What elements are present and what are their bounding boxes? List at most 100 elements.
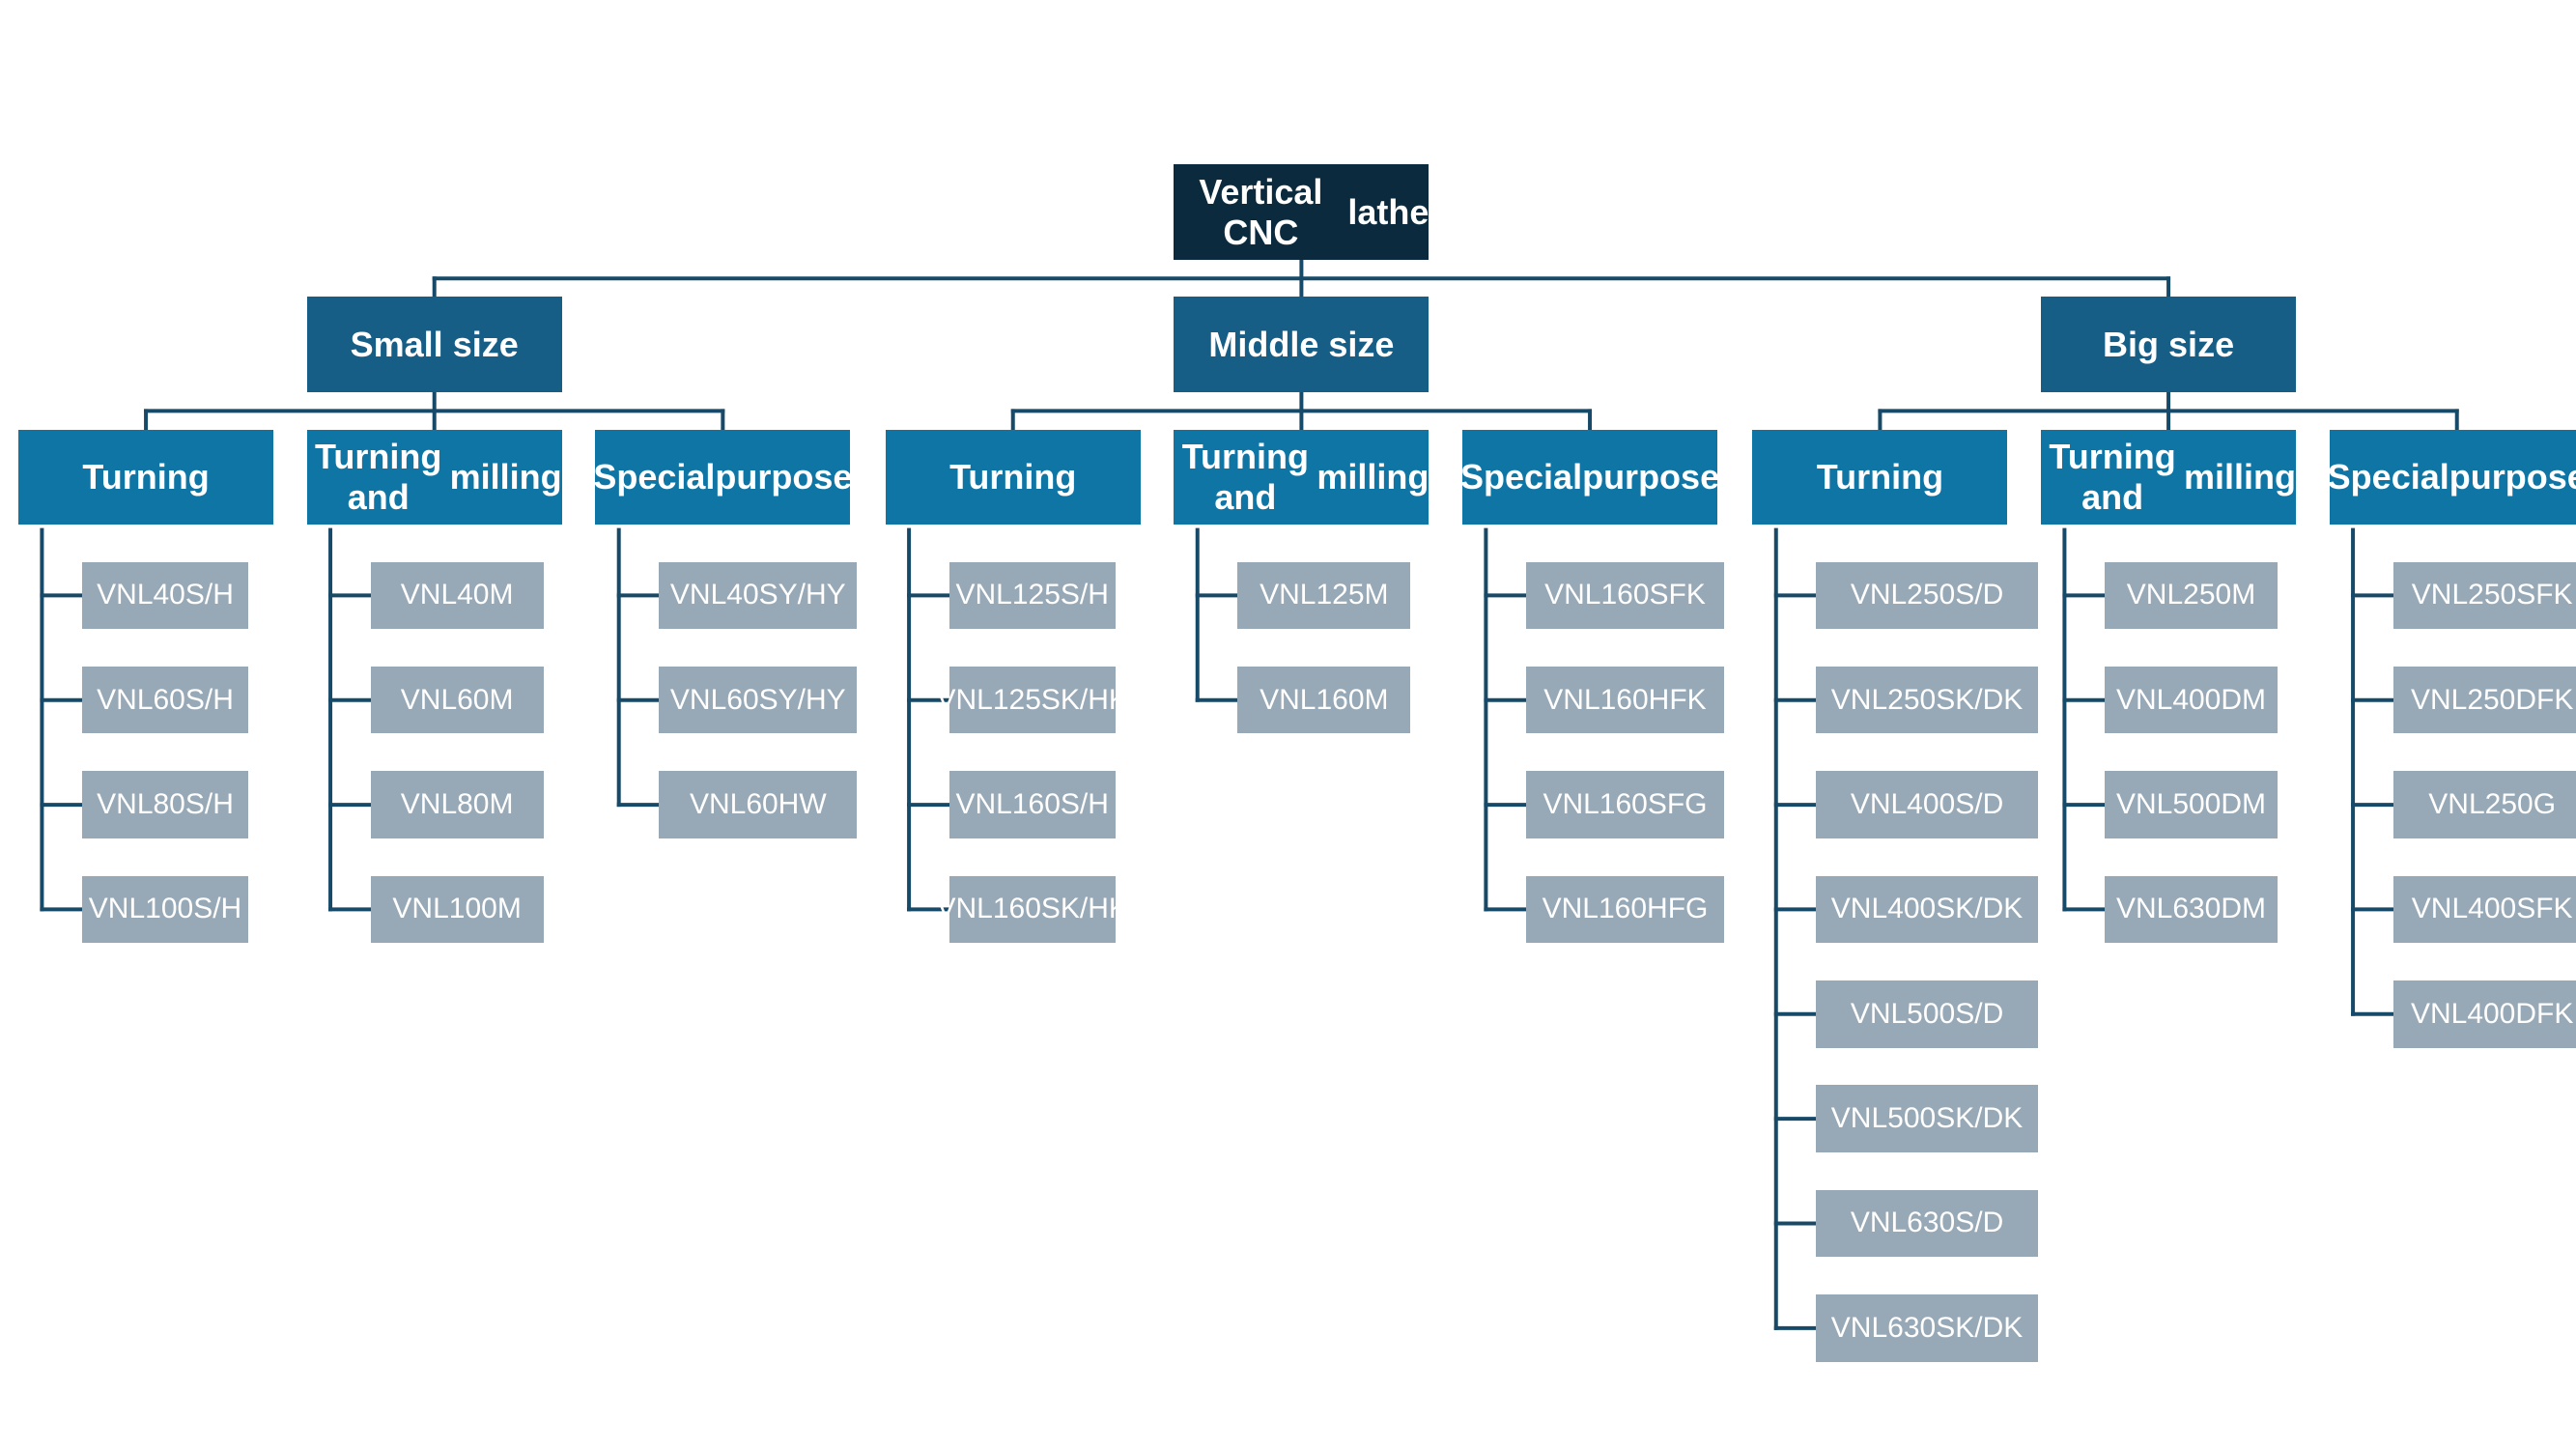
root-node-vertical-cnc-lathe-label-line-1: Vertical CNC bbox=[1199, 171, 1323, 252]
category-middle-size-group-special-purpose-node-label-line-2: purpose bbox=[1582, 456, 1720, 497]
leaf-vnl250sfk-label: VNL250SFK bbox=[2411, 579, 2573, 611]
leaf-vnl60hw-label: VNL60HW bbox=[689, 788, 827, 821]
leaf-vnl40sy-hy: VNL40SY/HY bbox=[659, 561, 858, 630]
leaf-vnl160sfk-label: VNL160SFK bbox=[1544, 579, 1706, 611]
leaf-vnl40m-label: VNL40M bbox=[400, 579, 514, 611]
leaf-vnl160m: VNL160M bbox=[1237, 667, 1411, 734]
leaf-vnl400s-d-label: VNL400S/D bbox=[1850, 788, 2004, 821]
leaf-vnl125s-h-label: VNL125S/H bbox=[955, 579, 1109, 611]
leaf-vnl100s-h-label: VNL100S/H bbox=[88, 893, 242, 925]
leaf-vnl60hw: VNL60HW bbox=[659, 771, 858, 838]
category-small-size-group-turning-node-label: Turning bbox=[82, 456, 210, 497]
leaf-vnl160sfg: VNL160SFG bbox=[1526, 771, 1724, 838]
category-big-size-node: Big size bbox=[2041, 297, 2297, 393]
category-small-size-group-turning-and-milling-node-label-line-1: Turning and bbox=[315, 436, 442, 517]
leaf-vnl250sk-dk-label: VNL250SK/DK bbox=[1830, 683, 2024, 716]
leaf-vnl80m-label: VNL80M bbox=[400, 788, 514, 821]
category-small-size-group-special-purpose-node-label-line-2: purpose bbox=[715, 456, 853, 497]
leaf-vnl630s-d: VNL630S/D bbox=[1816, 1189, 2038, 1258]
leaf-vnl40s-h-label: VNL40S/H bbox=[97, 579, 234, 611]
leaf-vnl500dm: VNL500DM bbox=[2105, 771, 2278, 838]
leaf-vnl630sk-dk: VNL630SK/DK bbox=[1816, 1294, 2038, 1362]
leaf-vnl250g: VNL250G bbox=[2392, 771, 2576, 838]
category-big-size-group-turning-node-label: Turning bbox=[1816, 456, 1944, 497]
category-big-size-node-label: Big size bbox=[2103, 324, 2235, 364]
leaf-vnl250dfk-label: VNL250DFK bbox=[2410, 683, 2574, 716]
category-big-size-group-turning-node: Turning bbox=[1752, 429, 2008, 526]
leaf-vnl125sk-hk: VNL125SK/HK bbox=[936, 667, 1128, 734]
leaf-vnl80s-h: VNL80S/H bbox=[82, 771, 248, 838]
leaf-vnl250sfk: VNL250SFK bbox=[2392, 561, 2576, 630]
leaf-vnl400sfk-label: VNL400SFK bbox=[2411, 893, 2573, 925]
leaf-vnl125s-h: VNL125S/H bbox=[948, 561, 1116, 630]
leaf-vnl250s-d: VNL250S/D bbox=[1816, 561, 2038, 630]
leaf-vnl630sk-dk-label: VNL630SK/DK bbox=[1830, 1311, 2024, 1344]
leaf-vnl160s-h: VNL160S/H bbox=[948, 771, 1116, 838]
leaf-vnl160sk-hk: VNL160SK/HK bbox=[936, 875, 1128, 944]
leaf-vnl125sk-hk-label: VNL125SK/HK bbox=[936, 683, 1128, 716]
leaf-vnl80m: VNL80M bbox=[370, 771, 544, 838]
leaf-vnl40sy-hy-label: VNL40SY/HY bbox=[669, 579, 846, 611]
leaf-vnl250sk-dk: VNL250SK/DK bbox=[1816, 667, 2038, 734]
category-small-size-group-turning-and-milling-node-label-line-2: milling bbox=[449, 456, 562, 497]
leaf-vnl60s-h: VNL60S/H bbox=[82, 667, 248, 734]
leaf-vnl400dfk-label: VNL400DFK bbox=[2410, 997, 2574, 1030]
leaf-vnl125m: VNL125M bbox=[1237, 561, 1411, 630]
category-small-size-group-special-purpose-node-label-line-1: Special bbox=[593, 456, 716, 497]
leaf-vnl60sy-hy: VNL60SY/HY bbox=[659, 667, 858, 734]
category-big-size-group-turning-and-milling-node-label-line-2: milling bbox=[2184, 456, 2297, 497]
leaf-vnl40m: VNL40M bbox=[370, 561, 544, 630]
leaf-vnl250s-d-label: VNL250S/D bbox=[1850, 579, 2004, 611]
leaf-vnl400sk-dk-label: VNL400SK/DK bbox=[1830, 893, 2024, 925]
category-big-size-group-special-purpose-node-label-line-2: purpose bbox=[2449, 456, 2576, 497]
leaf-vnl630dm-label: VNL630DM bbox=[2115, 893, 2267, 925]
root-node-vertical-cnc-lathe: Vertical CNC lathe bbox=[1174, 164, 1430, 261]
leaf-vnl160hfk-label: VNL160HFK bbox=[1543, 683, 1707, 716]
leaf-vnl60sy-hy-label: VNL60SY/HY bbox=[669, 683, 846, 716]
leaf-vnl250g-label: VNL250G bbox=[2428, 788, 2557, 821]
leaf-vnl500sk-dk-label: VNL500SK/DK bbox=[1830, 1102, 2024, 1135]
leaf-vnl630s-d-label: VNL630S/D bbox=[1850, 1207, 2004, 1239]
category-middle-size-group-turning-node: Turning bbox=[885, 429, 1141, 526]
leaf-vnl160sk-hk-label: VNL160SK/HK bbox=[936, 893, 1128, 925]
leaf-vnl400s-d: VNL400S/D bbox=[1816, 771, 2038, 838]
leaf-vnl160s-h-label: VNL160S/H bbox=[955, 788, 1109, 821]
leaf-vnl400sk-dk: VNL400SK/DK bbox=[1816, 875, 2038, 944]
leaf-vnl125m-label: VNL125M bbox=[1260, 579, 1389, 611]
category-small-size-node: Small size bbox=[306, 297, 562, 393]
category-middle-size-node-label: Middle size bbox=[1208, 324, 1395, 364]
category-middle-size-node: Middle size bbox=[1174, 297, 1430, 393]
leaf-vnl400sfk: VNL400SFK bbox=[2392, 875, 2576, 944]
leaf-vnl500s-d: VNL500S/D bbox=[1816, 980, 2038, 1048]
leaf-vnl500sk-dk: VNL500SK/DK bbox=[1816, 1085, 2038, 1152]
leaf-vnl400dm: VNL400DM bbox=[2105, 667, 2278, 734]
category-middle-size-group-special-purpose-node-label-line-1: Special bbox=[1460, 456, 1583, 497]
leaf-vnl250dfk: VNL250DFK bbox=[2392, 667, 2576, 734]
leaf-vnl400dm-label: VNL400DM bbox=[2115, 683, 2267, 716]
leaf-vnl100m-label: VNL100M bbox=[392, 893, 522, 925]
leaf-vnl250m: VNL250M bbox=[2105, 561, 2278, 630]
leaf-vnl60m-label: VNL60M bbox=[400, 683, 514, 716]
category-middle-size-group-turning-and-milling-node-label-line-2: milling bbox=[1316, 456, 1430, 497]
category-middle-size-group-turning-and-milling-node-label-line-1: Turning and bbox=[1181, 436, 1310, 517]
leaf-vnl160hfg-label: VNL160HFG bbox=[1542, 893, 1709, 925]
root-node-vertical-cnc-lathe-label-line-2: lathe bbox=[1347, 191, 1430, 232]
leaf-vnl160hfg: VNL160HFG bbox=[1526, 875, 1724, 944]
leaf-vnl500dm-label: VNL500DM bbox=[2115, 788, 2267, 821]
leaf-vnl60m: VNL60M bbox=[370, 667, 544, 734]
leaf-vnl630dm: VNL630DM bbox=[2105, 875, 2278, 944]
leaf-vnl160sfg-label: VNL160SFG bbox=[1543, 788, 1708, 821]
leaf-vnl100s-h: VNL100S/H bbox=[82, 875, 248, 944]
category-small-size-group-turning-node: Turning bbox=[18, 429, 274, 526]
leaf-vnl160hfk: VNL160HFK bbox=[1526, 667, 1724, 734]
leaf-vnl60s-h-label: VNL60S/H bbox=[97, 683, 234, 716]
category-big-size-group-turning-and-milling-node-label-line-1: Turning and bbox=[2049, 436, 2176, 517]
